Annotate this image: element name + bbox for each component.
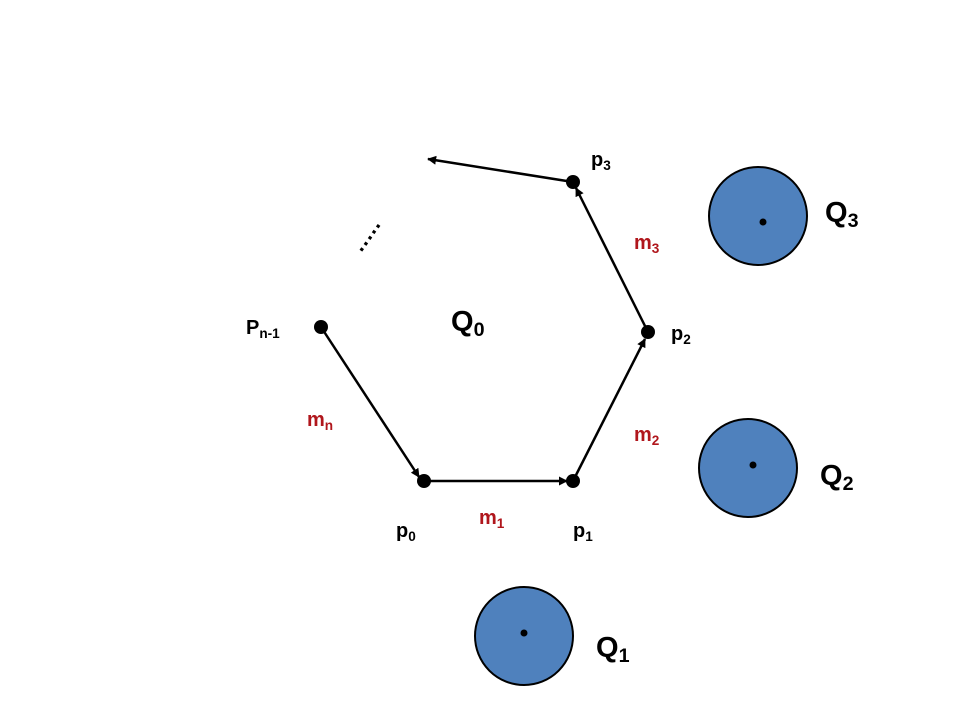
vertex-p3 (566, 175, 580, 189)
edge-label-m1: m1 (479, 507, 505, 531)
region-circle-q3 (708, 166, 808, 266)
edge-label-m2: m2 (634, 424, 660, 448)
region-center-q1 (520, 629, 528, 637)
region-label-q1: Q1 (596, 632, 630, 667)
edge-m2-arrow (571, 338, 647, 482)
vertex-p0 (417, 474, 431, 488)
region-label-q0: Q0 (451, 306, 485, 341)
edge-label-mn: mn (307, 409, 333, 433)
ellipsis-dots: ..... (345, 212, 386, 255)
region-center-q3 (759, 218, 767, 226)
region-circle-q2 (698, 418, 798, 518)
vertex-label-pn1: Pn-1 (246, 317, 280, 341)
vertex-p1 (566, 474, 580, 488)
vertex-label-p1: p1 (573, 520, 593, 544)
vertex-label-p0: p0 (396, 520, 416, 544)
region-label-q2: Q2 (820, 460, 854, 495)
edge-label-m3: m3 (634, 232, 660, 256)
vertex-p2 (641, 325, 655, 339)
region-label-q3: Q3 (825, 197, 859, 232)
vertex-label-p2: p2 (671, 323, 691, 347)
vertex-pn1 (314, 320, 328, 334)
region-center-q2 (749, 461, 757, 469)
edge-m4-arrow (427, 155, 574, 184)
edge-m3-arrow (574, 187, 650, 333)
vertex-label-p3: p3 (591, 149, 611, 173)
edge-mn-arrow (319, 326, 421, 478)
